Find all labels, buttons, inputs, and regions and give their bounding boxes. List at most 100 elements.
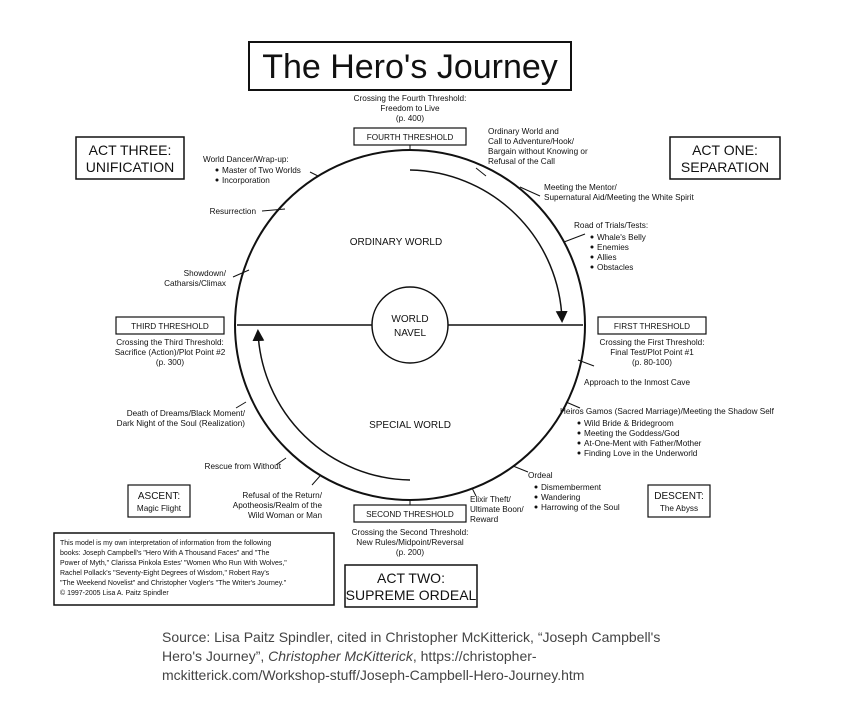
svg-text:Wild Woman or Man: Wild Woman or Man: [248, 511, 322, 520]
svg-text:World Dancer/Wrap-up:: World Dancer/Wrap-up:: [203, 155, 289, 164]
svg-text:Refusal of the Call: Refusal of the Call: [488, 157, 555, 166]
trial-item: Obstacles: [597, 263, 633, 272]
descent-line-1: DESCENT:: [654, 491, 703, 502]
stage-resurrection: Resurrection: [210, 207, 257, 216]
stage-ordinary-world: Ordinary World and Call to Adventure/Hoo…: [488, 127, 588, 166]
act-two-line-2: SUPREME ORDEAL: [346, 587, 477, 603]
act-three-line-2: UNIFICATION: [86, 159, 174, 175]
stage-death-of-dreams: Death of Dreams/Black Moment/ Dark Night…: [117, 409, 246, 428]
stage-ticks: [232, 145, 595, 505]
note-box: [53, 532, 335, 606]
svg-text:(p. 80-100): (p. 80-100): [632, 358, 672, 367]
ordeal-item: Harrowing of the Soul: [541, 503, 620, 512]
descent-arrow-arc: [409, 169, 568, 323]
svg-text:Death of Dreams/Black Moment/: Death of Dreams/Black Moment/: [127, 409, 246, 418]
hieros-bullets: [577, 421, 581, 455]
stage-road-of-trials: Road of Trials/Tests: Whale's Belly Enem…: [574, 221, 648, 272]
stage-second-crossing: Crossing the Second Threshold: New Rules…: [352, 528, 469, 557]
center-label-2: NAVEL: [394, 328, 426, 339]
third-threshold-box: [115, 316, 225, 335]
svg-text:"The Weekend Novelist" and Chr: "The Weekend Novelist" and Christopher V…: [60, 580, 287, 587]
svg-text:Call to Adventure/Hook/: Call to Adventure/Hook/: [488, 137, 575, 146]
trial-bullets: [590, 235, 594, 269]
svg-text:Showdown/: Showdown/: [184, 269, 227, 278]
source-prefix: Source: Lisa Paitz Spindler, cited in Ch…: [162, 629, 661, 664]
stage-third-crossing: Crossing the Third Threshold: Sacrifice …: [115, 338, 226, 367]
act-two-line-1: ACT TWO:: [377, 570, 445, 586]
note-text: This model is my own interpretation of i…: [60, 540, 287, 597]
svg-text:Ultimate Boon/: Ultimate Boon/: [470, 505, 524, 514]
stage-fourth-crossing: Crossing the Fourth Threshold: Freedom t…: [354, 94, 467, 123]
ordeal-item: Dismemberment: [541, 483, 602, 492]
svg-text:New Rules/Midpoint/Reversal: New Rules/Midpoint/Reversal: [356, 538, 464, 547]
svg-text:Catharsis/Climax: Catharsis/Climax: [164, 279, 226, 288]
title-box: [248, 41, 572, 91]
world-dancer-item: Incorporation: [222, 176, 270, 185]
svg-text:This model is my own interpret: This model is my own interpretation of i…: [60, 540, 271, 547]
hieros-item: Meeting the Goddess/God: [584, 429, 680, 438]
svg-text:Reward: Reward: [470, 515, 499, 524]
heros-journey-diagram: The Hero's Journey WORLD NAVEL ORDINARY …: [53, 41, 781, 608]
svg-text:Supernatural Aid/Meeting the W: Supernatural Aid/Meeting the White Spiri…: [544, 193, 694, 202]
svg-text:Elixir Theft/: Elixir Theft/: [470, 495, 512, 504]
svg-text:Heiros Gamos (Sacred Marriage): Heiros Gamos (Sacred Marriage)/Meeting t…: [560, 407, 775, 416]
svg-text:Freedom to Live: Freedom to Live: [380, 104, 440, 113]
act-three-line-1: ACT THREE:: [89, 142, 172, 158]
first-threshold-label: FIRST THRESHOLD: [614, 322, 690, 331]
first-threshold-box: [597, 316, 707, 335]
source-suffix: , https://christopher-mckitterick.com/Wo…: [162, 648, 585, 683]
stage-rescue: Rescue from Without: [205, 462, 282, 471]
svg-text:(p. 200): (p. 200): [396, 548, 424, 557]
svg-text:Dark Night of the Soul (Realiz: Dark Night of the Soul (Realization): [117, 419, 246, 428]
svg-text:Meeting the Mentor/: Meeting the Mentor/: [544, 183, 618, 192]
svg-text:Ordeal: Ordeal: [528, 471, 553, 480]
stage-mentor: Meeting the Mentor/ Supernatural Aid/Mee…: [544, 183, 694, 202]
hieros-item: At-One-Ment with Father/Mother: [584, 439, 702, 448]
svg-text:Road of Trials/Tests:: Road of Trials/Tests:: [574, 221, 648, 230]
world-navel-circle: [371, 286, 449, 364]
act-one-line-1: ACT ONE:: [692, 142, 758, 158]
ascent-line-1: ASCENT:: [138, 491, 180, 502]
stage-refusal-of-return: Refusal of the Return/ Apotheosis/Realm …: [233, 491, 323, 520]
ordeal-bullets: [534, 485, 538, 509]
hieros-item: Finding Love in the Underworld: [584, 449, 698, 458]
svg-text:Final Test/Plot Point #1: Final Test/Plot Point #1: [610, 348, 694, 357]
stage-inmost-cave: Approach to the Inmost Cave: [584, 378, 690, 387]
descent-line-2: The Abyss: [660, 504, 698, 513]
act-three-box: [75, 136, 185, 180]
svg-text:Crossing the Third Threshold:: Crossing the Third Threshold:: [116, 338, 224, 347]
svg-text:Refusal of the Return/: Refusal of the Return/: [242, 491, 322, 500]
act-two-box: [344, 564, 478, 608]
descent-box: [647, 484, 711, 518]
stage-showdown: Showdown/ Catharsis/Climax: [164, 269, 227, 288]
svg-text:Rachel Pollack's "Seventy-Eigh: Rachel Pollack's "Seventy-Eight Degrees …: [60, 570, 270, 577]
trial-item: Allies: [597, 253, 617, 262]
svg-text:books: Joseph Campbell's "Hero: books: Joseph Campbell's "Hero With A Th…: [60, 550, 270, 557]
stage-first-crossing: Crossing the First Threshold: Final Test…: [600, 338, 705, 367]
world-dancer-item: Master of Two Worlds: [222, 166, 301, 175]
ascent-box: [127, 484, 191, 518]
svg-text:Bargain without Knowing or: Bargain without Knowing or: [488, 147, 588, 156]
ordinary-world-label: ORDINARY WORLD: [350, 237, 442, 248]
svg-text:Crossing the Fourth Threshold:: Crossing the Fourth Threshold:: [354, 94, 467, 103]
source-author: Christopher McKitterick: [268, 648, 413, 664]
act-one-box: [669, 136, 781, 180]
svg-text:Crossing the First Threshold:: Crossing the First Threshold:: [600, 338, 705, 347]
hieros-item: Wild Bride & Bridegroom: [584, 419, 674, 428]
world-dancer-bullets: [215, 168, 219, 182]
ordeal-item: Wandering: [541, 493, 581, 502]
stage-hieros-gamos: Heiros Gamos (Sacred Marriage)/Meeting t…: [560, 407, 775, 458]
fourth-threshold-label: FOURTH THRESHOLD: [367, 133, 454, 142]
stage-elixir-theft: Elixir Theft/ Ultimate Boon/ Reward: [470, 495, 524, 524]
source-citation: Source: Lisa Paitz Spindler, cited in Ch…: [162, 628, 682, 685]
ascent-arrow-arc: [252, 329, 411, 481]
ascent-line-2: Magic Flight: [137, 504, 182, 513]
svg-text:(p. 300): (p. 300): [156, 358, 184, 367]
svg-text:Apotheosis/Realm of the: Apotheosis/Realm of the: [233, 501, 323, 510]
special-world-label: SPECIAL WORLD: [369, 420, 451, 431]
svg-text:© 1997-2005 Lisa A. Paitz Spin: © 1997-2005 Lisa A. Paitz Spindler: [60, 589, 169, 597]
center-label-1: WORLD: [391, 314, 428, 325]
svg-text:(p. 400): (p. 400): [396, 114, 424, 123]
stage-world-dancer: World Dancer/Wrap-up: Master of Two Worl…: [203, 155, 301, 185]
trial-item: Whale's Belly: [597, 233, 647, 242]
